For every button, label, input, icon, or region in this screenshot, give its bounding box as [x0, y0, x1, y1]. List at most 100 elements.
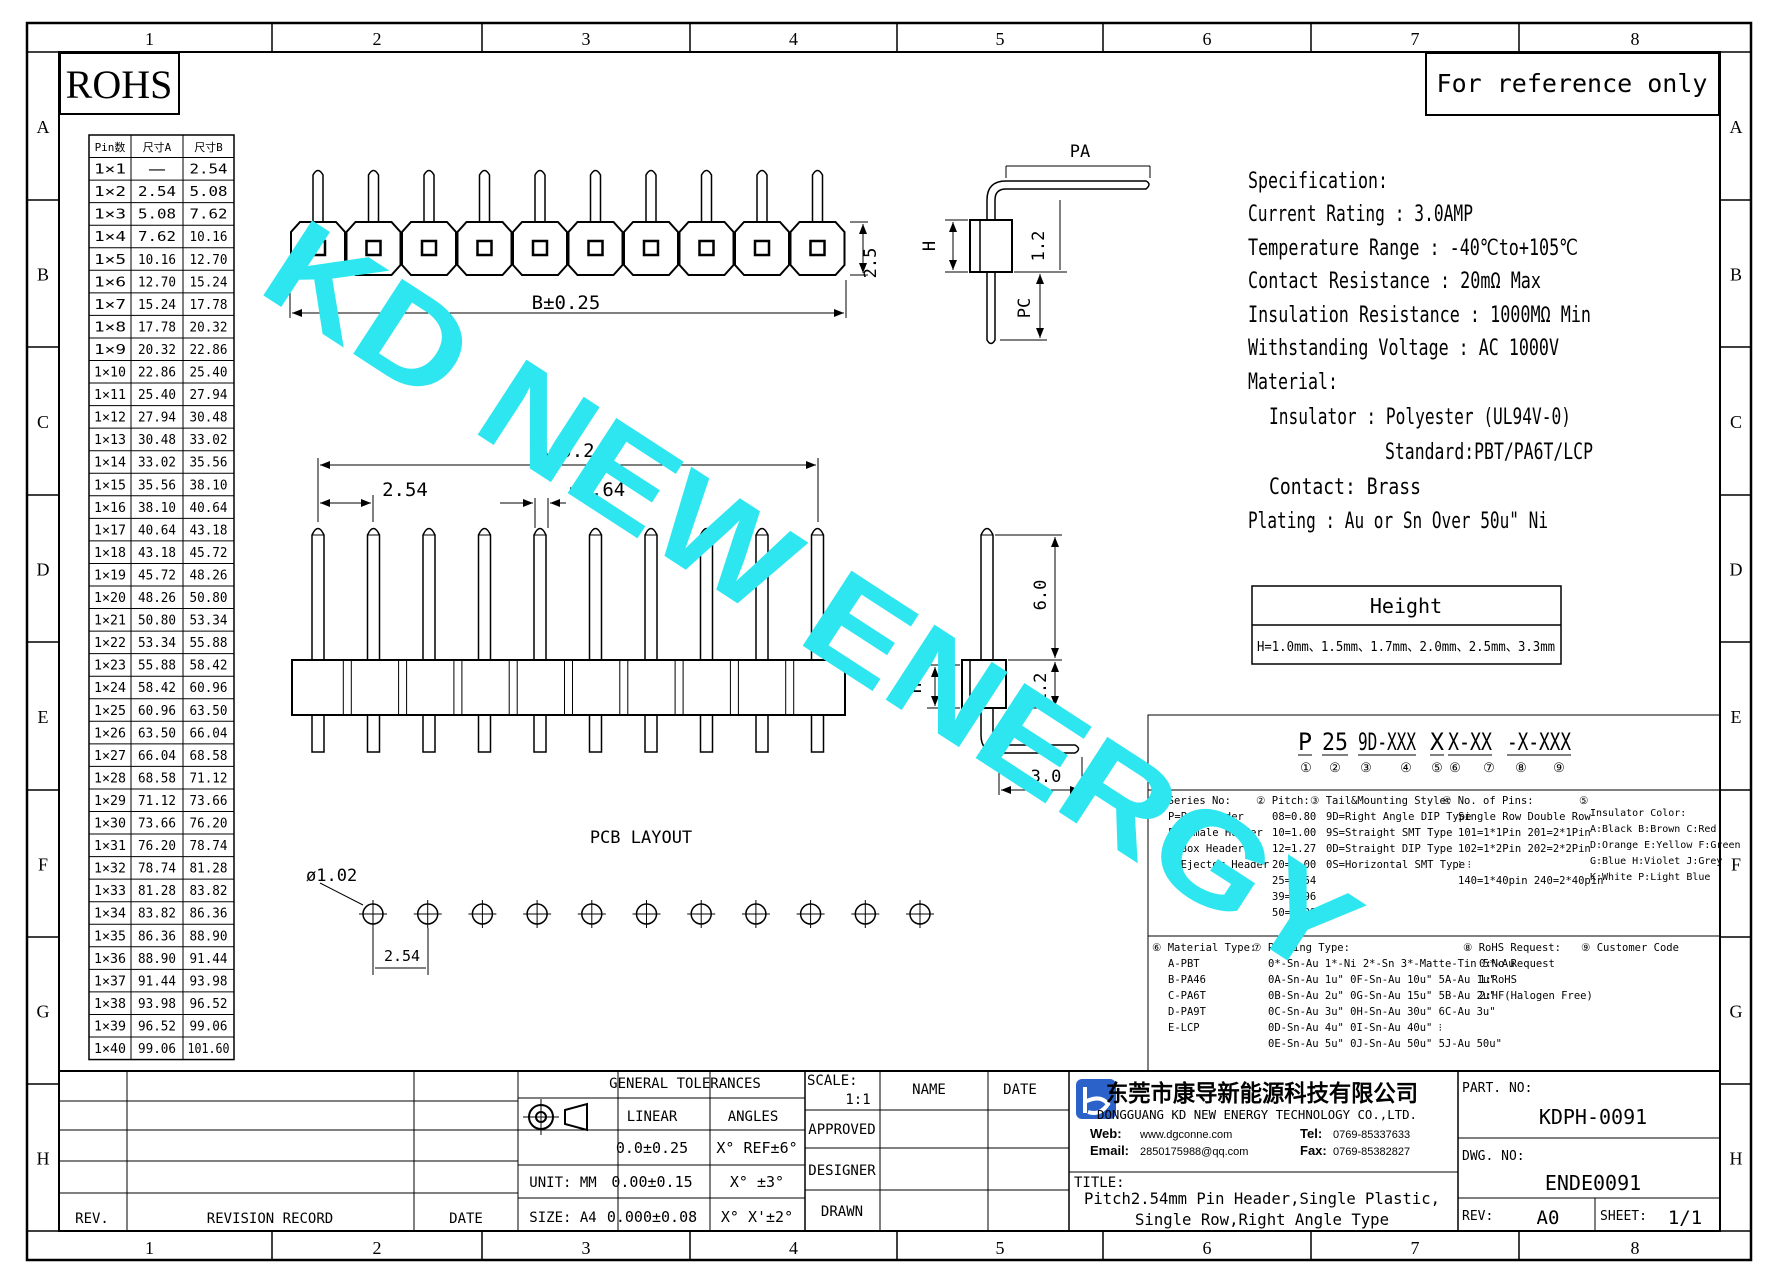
pcb-layout-label: PCB LAYOUT [590, 828, 692, 848]
dim-h25: 2.5 [861, 248, 881, 279]
zone-row-right: H [1730, 1149, 1743, 1169]
pin-table-header: 尺寸B [194, 140, 223, 154]
pin-table-cell: 17.78 [190, 298, 228, 313]
pin-front [533, 527, 547, 660]
dim-hole-pitch: 2.54 [384, 947, 420, 965]
pin-table-cell: 1×24 [94, 681, 126, 696]
pin-table-border [88, 134, 235, 1061]
pin-table-cell: 99.06 [190, 1019, 228, 1034]
pin-table-cell: 1×13 [94, 433, 126, 448]
date-header: DATE [1003, 1082, 1037, 1098]
legend-material: ⑥ Material Type: [1152, 942, 1256, 954]
dim-h: H [920, 241, 940, 251]
part-code-index: ⑥ [1449, 761, 1461, 776]
size: SIZE: A4 [529, 1210, 596, 1226]
part-code-segment: X-XX [1448, 728, 1492, 756]
pin-table-cell: 1×11 [94, 388, 126, 403]
legend-tail: 0D=Straight DIP Type [1326, 843, 1452, 855]
pin-table-cell: 7.62 [190, 208, 228, 223]
pin-square [309, 239, 327, 257]
dim-hole-dia: ø1.02 [306, 866, 357, 886]
zone-row-left: B [37, 265, 49, 285]
pin-front [422, 527, 436, 660]
housing-cell [567, 221, 624, 276]
legend-pitch: 20=2.00 [1272, 859, 1316, 871]
pin-table-cell: 83.82 [190, 884, 228, 899]
pin-table-cell: 93.98 [190, 974, 228, 989]
pin-front-bottom [644, 715, 658, 753]
zone-col-bottom: 2 [373, 1238, 382, 1258]
pin-table-cell: 1×28 [94, 771, 126, 786]
pin-table-cell: 7.62 [138, 230, 176, 245]
dim-a: A±0.2 [537, 440, 594, 462]
pin-table-cell: 1×33 [94, 884, 126, 899]
company-cn: 东莞市康导新能源科技有限公司 [1106, 1080, 1418, 1107]
pin-front [588, 527, 603, 660]
pin-table-cell: 1×34 [94, 907, 126, 922]
company-en: DONGGUANG KD NEW ENERGY TECHNOLOGY CO.,L… [1097, 1108, 1417, 1122]
title-line-2: Single Row,Right Angle Type [1135, 1210, 1389, 1229]
pin-bent [986, 180, 1150, 220]
pin-table-cell: 48.26 [190, 568, 228, 583]
housing-cell [456, 221, 513, 276]
part-code-index: ① [1300, 761, 1312, 776]
pin-table-cell: 50.80 [138, 614, 176, 629]
pin-table-cell: 15.24 [190, 275, 228, 290]
pin-table-cell: 1×12 [94, 411, 126, 426]
side-view-top [945, 165, 1151, 345]
spec-line: Specification: [1248, 169, 1388, 194]
spec-line: Plating : Au or Sn Over 50u" Ni [1248, 509, 1548, 534]
height-value: H=1.0mm、1.5mm、1.7mm、2.0mm、2.5mm、3.3mm [1257, 639, 1555, 655]
zone-col-top: 8 [1631, 29, 1640, 49]
pin-table-cell: 5.08 [190, 185, 228, 200]
pin-table-cell: 86.36 [190, 907, 228, 922]
zone-row-left: E [38, 707, 49, 727]
linear-header: LINEAR [627, 1109, 678, 1125]
pin-table-cell: 1×1 [94, 163, 126, 178]
pin-square [809, 239, 826, 257]
legend-plating: 0C-Sn-Au 3u" 0H-Sn-Au 30u" 6C-Au 3u" [1268, 1006, 1496, 1018]
spec-line: Contact Resistance : 20mΩ Max [1248, 269, 1541, 294]
pin-table-cell: 1×3 [94, 208, 126, 223]
pin-table-cell: 101.60 [188, 1042, 230, 1057]
pin-table-cell: 91.44 [138, 974, 176, 989]
rev-value: A0 [1537, 1207, 1560, 1229]
pin-table-cell: 81.28 [190, 862, 228, 877]
pin-front-bottom [477, 715, 492, 753]
part-code-segment: 25 [1322, 728, 1348, 756]
dim-w30: 3.0 [1031, 767, 1062, 787]
pin-table-cell: 1×37 [94, 974, 126, 989]
pin-table-cell: 1×15 [94, 478, 126, 493]
housing-cell [623, 221, 679, 276]
pin-table-cell: 1×27 [94, 749, 126, 764]
zone-col-top: 2 [373, 29, 382, 49]
pin-table-cell: 35.56 [138, 478, 176, 493]
projection-symbol [564, 1102, 588, 1132]
pin-front-bottom [755, 715, 769, 753]
general-tolerances: GENERAL TOLERANCES [609, 1076, 761, 1092]
legend-pitch: 08=0.80 [1272, 811, 1316, 823]
pin-table-cell: 38.10 [190, 478, 228, 493]
dim-pin-square: ▫0.64 [568, 479, 625, 501]
pin-table-cell: 68.58 [138, 771, 176, 786]
pin-table-cell: 1×36 [94, 952, 126, 967]
part-code-index: ⑤ [1431, 761, 1443, 776]
pin-front-bottom [311, 715, 325, 753]
legend-plating: ⑦ Plating Type: [1252, 942, 1350, 954]
pin-table-cell: 1×10 [94, 366, 126, 381]
legend-color: Insulator Color: [1590, 808, 1686, 819]
pin-table-cell: 30.48 [138, 433, 176, 448]
reference-box [1425, 52, 1720, 116]
revision-date: DATE [449, 1211, 483, 1227]
pin-table-cell: 76.20 [138, 839, 176, 854]
zone-col-top: 4 [789, 29, 798, 49]
pin-table-cell: 1×4 [94, 230, 126, 245]
zone-col-bottom: 7 [1411, 1238, 1420, 1258]
pin-table-cell: 1×38 [94, 997, 126, 1012]
pin-table-cell: 71.12 [190, 771, 228, 786]
zone-row-left: A [37, 117, 50, 137]
pin-table-cell: 99.06 [138, 1042, 176, 1057]
pin-tail [367, 169, 380, 222]
sheet-label: SHEET: [1600, 1209, 1647, 1224]
